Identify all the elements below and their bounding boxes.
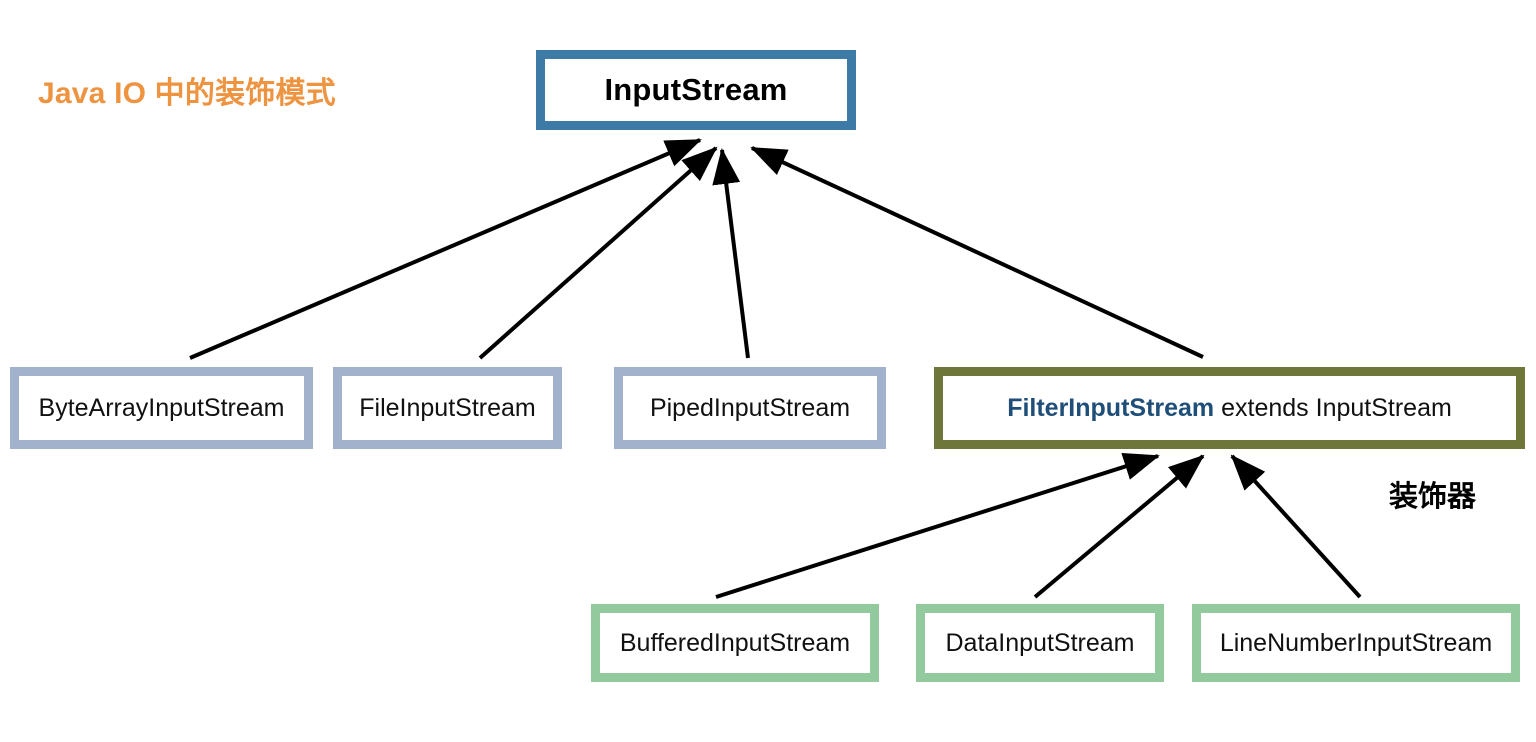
- node-linenumberinputstream[interactable]: LineNumberInputStream: [1192, 604, 1520, 682]
- edge-filter-to-inputstream: [750, 146, 1204, 359]
- node-filterinputstream-label: FilterInputStream extends InputStream: [1007, 394, 1452, 423]
- node-inputstream-label: InputStream: [604, 72, 788, 108]
- edge-data-to-filter: [1033, 454, 1205, 599]
- node-bytearrayinputstream[interactable]: ByteArrayInputStream: [10, 367, 313, 449]
- node-pipedinputstream-label: PipedInputStream: [649, 393, 851, 422]
- node-datainputstream[interactable]: DataInputStream: [916, 604, 1164, 682]
- edge-buffered-to-filter: [715, 452, 1160, 599]
- node-bufferedinputstream-label: BufferedInputStream: [619, 628, 851, 657]
- edge-piped-to-inputstream: [712, 148, 750, 359]
- node-bufferedinputstream[interactable]: BufferedInputStream: [591, 604, 879, 682]
- node-linenumberinputstream-label: LineNumberInputStream: [1219, 628, 1493, 657]
- node-pipedinputstream[interactable]: PipedInputStream: [614, 367, 886, 449]
- edge-file-to-inputstream: [478, 146, 718, 360]
- node-bytearrayinputstream-label: ByteArrayInputStream: [38, 393, 285, 422]
- node-inputstream[interactable]: InputStream: [536, 50, 856, 130]
- decorator-annotation: 装饰器: [1389, 481, 1477, 513]
- node-fileinputstream[interactable]: FileInputStream: [333, 367, 562, 449]
- node-datainputstream-label: DataInputStream: [945, 628, 1135, 657]
- node-fileinputstream-label: FileInputStream: [359, 393, 536, 422]
- node-filterinputstream[interactable]: FilterInputStream extends InputStream: [934, 367, 1525, 449]
- page-title: Java IO 中的装饰模式: [38, 77, 336, 110]
- edge-linenumber-to-filter: [1230, 454, 1362, 599]
- node-filterinputstream-extends: extends InputStream: [1214, 393, 1452, 422]
- node-filterinputstream-emph: FilterInputStream: [1007, 393, 1215, 422]
- edge-byte-array-to-inputstream: [189, 138, 702, 360]
